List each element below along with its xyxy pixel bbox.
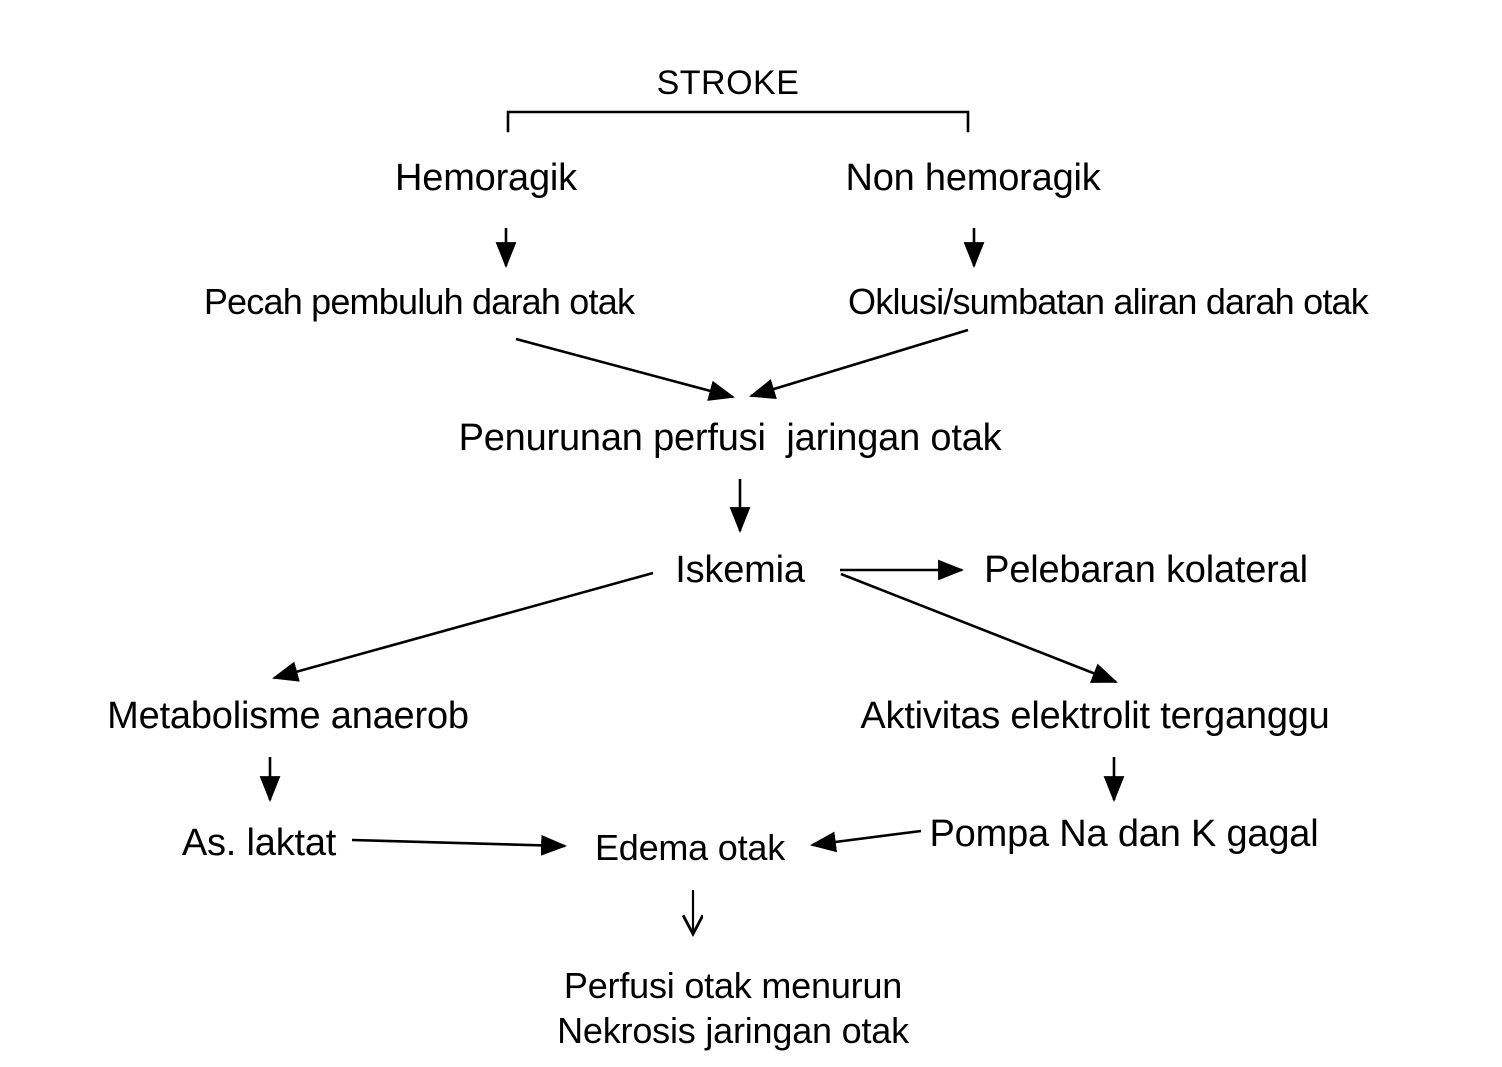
node-perfusi-otak-menurun[interactable]: Perfusi otak menurun [563,965,903,1006]
node-nekrosis-jaringan-otak[interactable]: Nekrosis jaringan otak [557,1010,909,1051]
node-stroke[interactable]: STROKE [656,64,800,102]
node-pecah-pembuluh-darah-otak[interactable]: Pecah pembuluh darah otak [203,281,635,322]
node-aktivitas-elektrolit-terganggu[interactable]: Aktivitas elektrolit terganggu [860,695,1330,737]
edge-iskemia-metabolisme [271,571,654,682]
node-metabolisme-anaerob[interactable]: Metabolisme anaerob [107,695,469,737]
edge-pecah-penurunan [515,337,736,401]
node-iskemia[interactable]: Iskemia [675,549,805,591]
edge-laktat-edema [351,834,568,856]
node-pelebaran-kolateral[interactable]: Pelebaran kolateral [984,549,1308,591]
node-penurunan-perfusi-jaringan-otak[interactable]: Penurunan perfusi jaringan otak [458,417,1002,459]
node-non-hemoragik[interactable]: Non hemoragik [845,157,1101,199]
edge-oklusi-penurunan [749,328,969,399]
edge-stroke-bracket [506,110,970,133]
node-pompa-na-dan-k-gagal[interactable]: Pompa Na dan K gagal [929,813,1319,855]
edge-pompa-edema [809,829,922,853]
node-oklusi-sumbatan-aliran-darah-otak[interactable]: Oklusi/sumbatan aliran darah otak [848,281,1369,322]
node-hemoragik[interactable]: Hemoragik [395,157,577,199]
node-edema-otak[interactable]: Edema otak [594,827,786,868]
node-as-laktat[interactable]: As. laktat [181,822,337,864]
